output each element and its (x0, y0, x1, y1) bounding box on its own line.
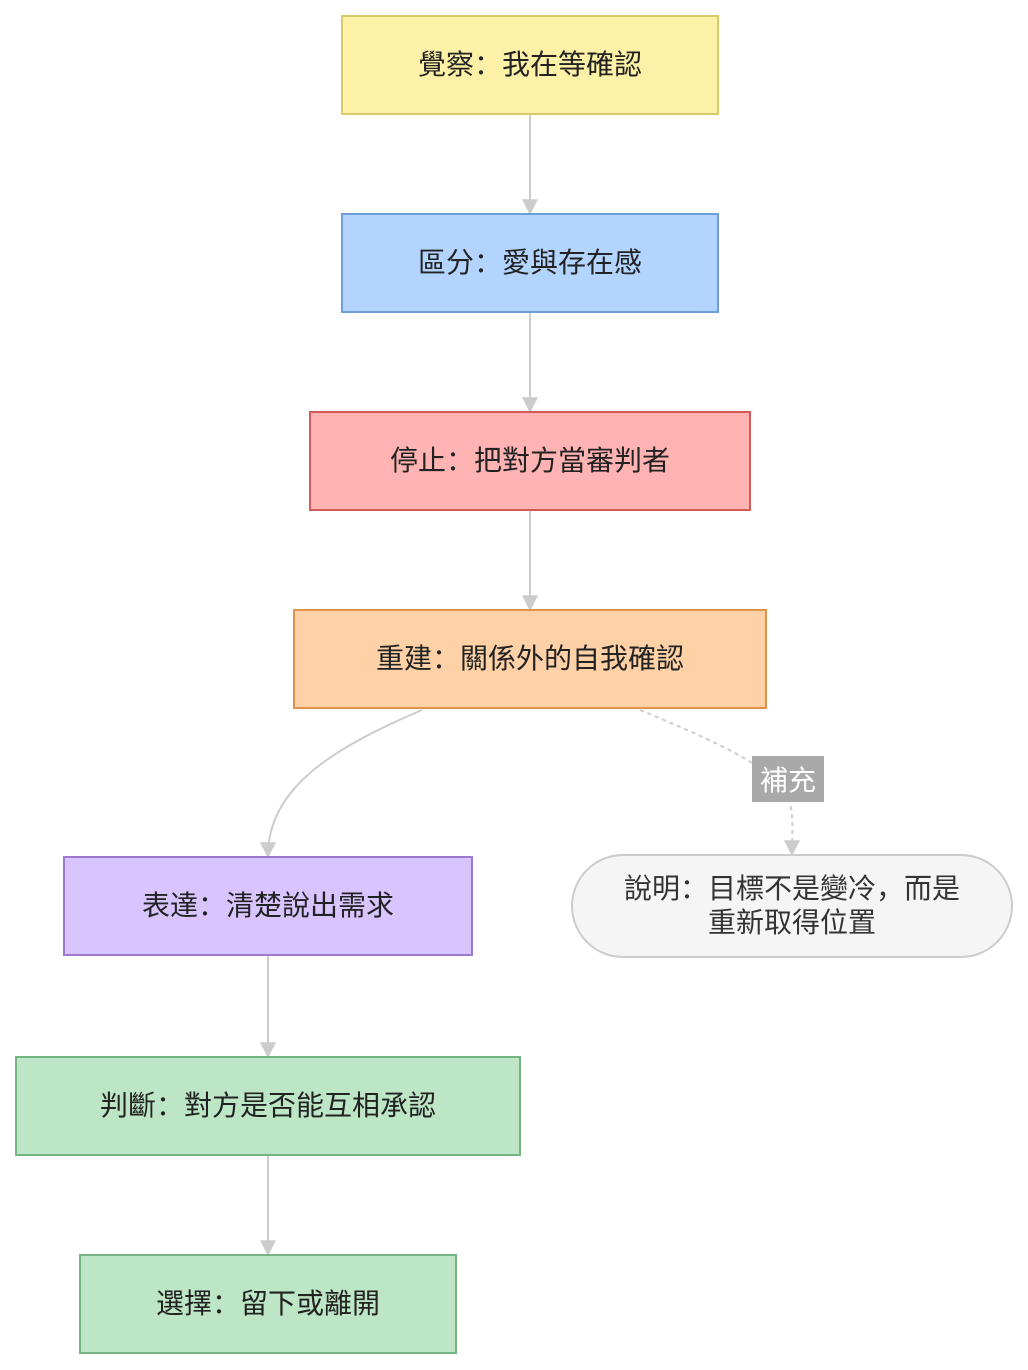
node-judge: 判斷：對方是否能互相承認 (15, 1056, 521, 1156)
node-choose: 選擇：留下或離開 (79, 1254, 457, 1354)
node-rebuild: 重建：關係外的自我確認 (293, 609, 767, 709)
note-line-1: 說明：目標不是變冷，而是 (623, 872, 960, 905)
node-awareness: 覺察：我在等確認 (341, 15, 719, 115)
node-express: 表達：清楚說出需求 (63, 856, 473, 956)
edge-label-supplement: 補充 (752, 756, 824, 802)
note-line-2: 重新取得位置 (707, 906, 876, 939)
node-distinguish: 區分：愛與存在感 (341, 213, 719, 313)
note-explanation: 說明：目標不是變冷，而是 重新取得位置 (571, 854, 1013, 958)
edge-n4-n5 (260, 709, 423, 859)
node-stop: 停止：把對方當審判者 (309, 411, 751, 511)
